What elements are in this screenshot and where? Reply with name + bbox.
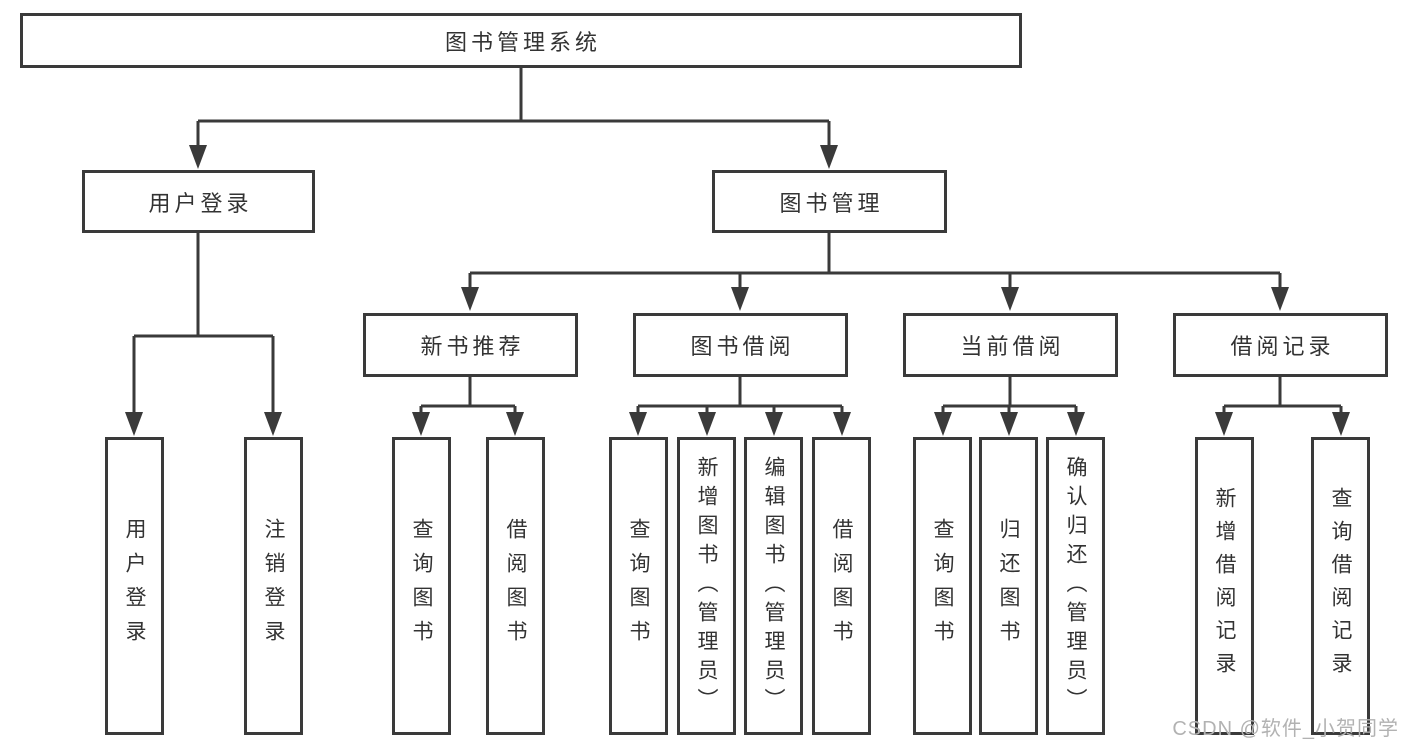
node-label: 用户登录 (148, 190, 253, 216)
leaf-current-query-books: 查询图书 (913, 437, 972, 735)
leaf-user-login: 用户登录 (105, 437, 164, 735)
node-label: 图书管理系统 (444, 29, 601, 55)
leaf-borrowing-edit-books-admin: 编辑图书（管理员） (744, 437, 803, 735)
leaf-recommend-query-books: 查询图书 (392, 437, 451, 735)
leaf-current-confirm-return-admin: 确认归还（管理员） (1046, 437, 1105, 735)
node-book-borrowing: 图书借阅 (633, 313, 848, 377)
leaf-current-return-books: 归还图书 (979, 437, 1038, 735)
watermark: CSDN @软件_小贺同学 (1172, 718, 1399, 740)
node-label: 借阅记录 (1230, 334, 1335, 359)
node-label: 图书管理 (779, 190, 884, 216)
leaf-recommend-borrow-books: 借阅图书 (486, 437, 545, 735)
node-borrowing-records: 借阅记录 (1173, 313, 1388, 377)
leaf-borrowing-add-books-admin: 新增图书（管理员） (677, 437, 736, 735)
node-label: 新书推荐 (420, 334, 525, 359)
node-label: 图书借阅 (690, 334, 795, 359)
node-system-root: 图书管理系统 (20, 13, 1022, 68)
node-label: 当前借阅 (960, 334, 1065, 359)
leaf-borrowing-borrow-books: 借阅图书 (812, 437, 871, 735)
leaf-logout: 注销登录 (244, 437, 303, 735)
node-current-borrowing: 当前借阅 (903, 313, 1118, 377)
leaf-records-query-record: 查询借阅记录 (1311, 437, 1370, 735)
leaf-borrowing-query-books: 查询图书 (609, 437, 668, 735)
node-user-login: 用户登录 (82, 170, 315, 233)
node-new-book-recommend: 新书推荐 (363, 313, 578, 377)
leaf-records-add-record: 新增借阅记录 (1195, 437, 1254, 735)
node-book-management: 图书管理 (712, 170, 947, 233)
